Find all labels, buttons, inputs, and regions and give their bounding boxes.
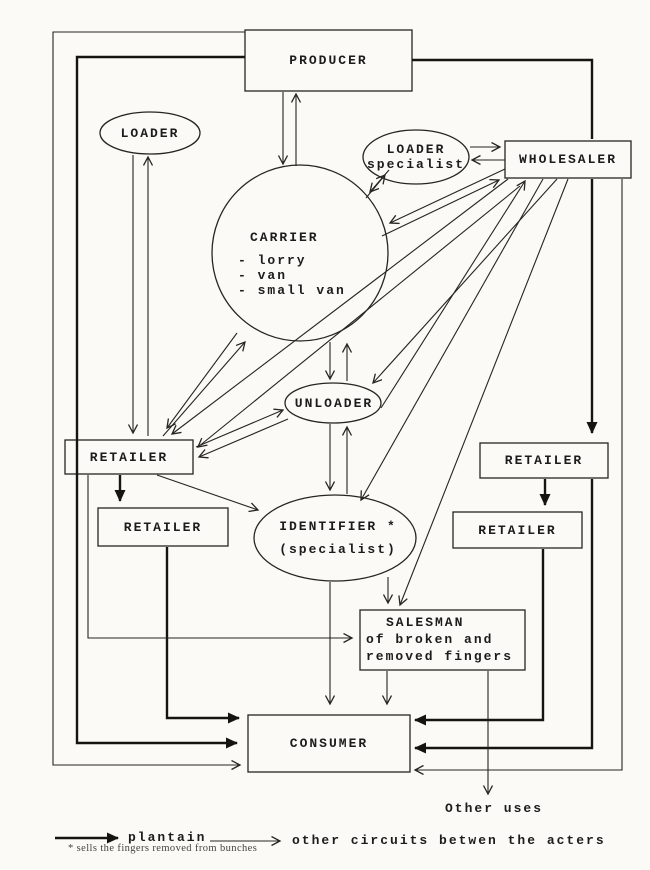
edge-wholesaler-salesman	[400, 178, 569, 605]
edge-wholesaler-unloader	[373, 178, 558, 383]
edge-carrier-retailer-left-1	[167, 332, 238, 428]
retailer-right-1-box	[479, 442, 609, 479]
retailer-left-1-label: RETAILER	[89, 449, 169, 465]
edge-retailer-left-1-salesman	[87, 475, 352, 638]
retailer-right-1-label: RETAILER	[504, 453, 584, 468]
edge-producer-wholesaler	[412, 58, 594, 139]
other-uses-label: Other uses	[445, 801, 544, 816]
salesman-line2: of broken and	[366, 632, 494, 647]
edge-retailer-right-2-consumer	[414, 549, 545, 726]
unloader-label: UNLOADER	[294, 395, 374, 411]
edge-unloader-wholesaler	[380, 181, 525, 409]
identifier-label: IDENTIFIER * (specialist)	[255, 513, 421, 563]
loader-specialist-line1: LOADER	[386, 142, 446, 157]
loader-ellipse	[99, 111, 201, 155]
loader-specialist-line2: specialist	[366, 157, 465, 172]
edge-wholesaler-carrier	[390, 168, 506, 223]
edge-frame-thin-producer-consumer	[52, 31, 245, 765]
edge-wholesaler-retailer-left-1-a	[172, 178, 509, 434]
edge-wholesaler-retailer-left-1-b	[198, 185, 521, 447]
salesman-box	[359, 609, 526, 671]
footnote: * sells the fingers removed from bunches	[68, 843, 258, 854]
loader-specialist-ellipse	[362, 129, 470, 185]
retailer-left-1-box	[64, 439, 194, 475]
carrier-title: CARRIER	[250, 230, 319, 245]
retailer-left-2-label: RETAILER	[123, 519, 203, 535]
edge-loader-specialist-carrier	[370, 169, 390, 192]
edge-retailer-left-1-unloader	[195, 410, 283, 448]
retailer-left-2-box	[97, 507, 229, 547]
identifier-line2: (specialist)	[279, 542, 397, 557]
legend-other-circuits-label: other circuits betwen the acters	[292, 833, 606, 848]
salesman-line3: removed fingers	[366, 649, 514, 664]
edge-retailer-left-1-identifier	[156, 474, 258, 510]
identifier-ellipse	[253, 494, 417, 582]
identifier-line1: IDENTIFIER *	[279, 519, 397, 534]
edge-frame-thick-producer-consumer	[75, 55, 245, 749]
loader-label: LOADER	[120, 125, 180, 141]
edge-wholesaler-identifier	[361, 178, 544, 500]
carrier-item-van: - van	[238, 268, 288, 283]
legend-plantain-label: plantain	[128, 830, 207, 845]
wholesaler-label: WHOLESALER	[518, 152, 617, 167]
edge-retailer-right-1-consumer	[414, 479, 594, 754]
edge-retailer-left-1-carrier	[162, 342, 245, 437]
carrier-item-lorry: - lorry	[238, 253, 307, 268]
edge-retailer-left-2-consumer	[165, 547, 240, 724]
unloader-ellipse	[284, 382, 382, 424]
carrier-label-group: CARRIER - lorry - van - small van	[238, 230, 346, 298]
retailer-right-2-box	[452, 511, 583, 549]
salesman-label: SALESMAN of broken and removed fingers	[366, 614, 513, 665]
loader-specialist-label: LOADER specialist	[364, 132, 468, 182]
edge-wholesaler-consumer-frame	[415, 179, 623, 770]
retailer-right-2-label: RETAILER	[478, 522, 557, 538]
producer-label: PRODUCER	[289, 53, 368, 68]
salesman-line1: SALESMAN	[386, 615, 465, 630]
consumer-box	[247, 714, 411, 773]
edge-carrier-wholesaler	[381, 180, 499, 237]
consumer-label: CONSUMER	[289, 736, 369, 751]
carrier-circle	[211, 164, 389, 342]
edge-unloader-retailer-left-1	[199, 418, 289, 457]
carrier-item-small-van: - small van	[238, 283, 346, 298]
